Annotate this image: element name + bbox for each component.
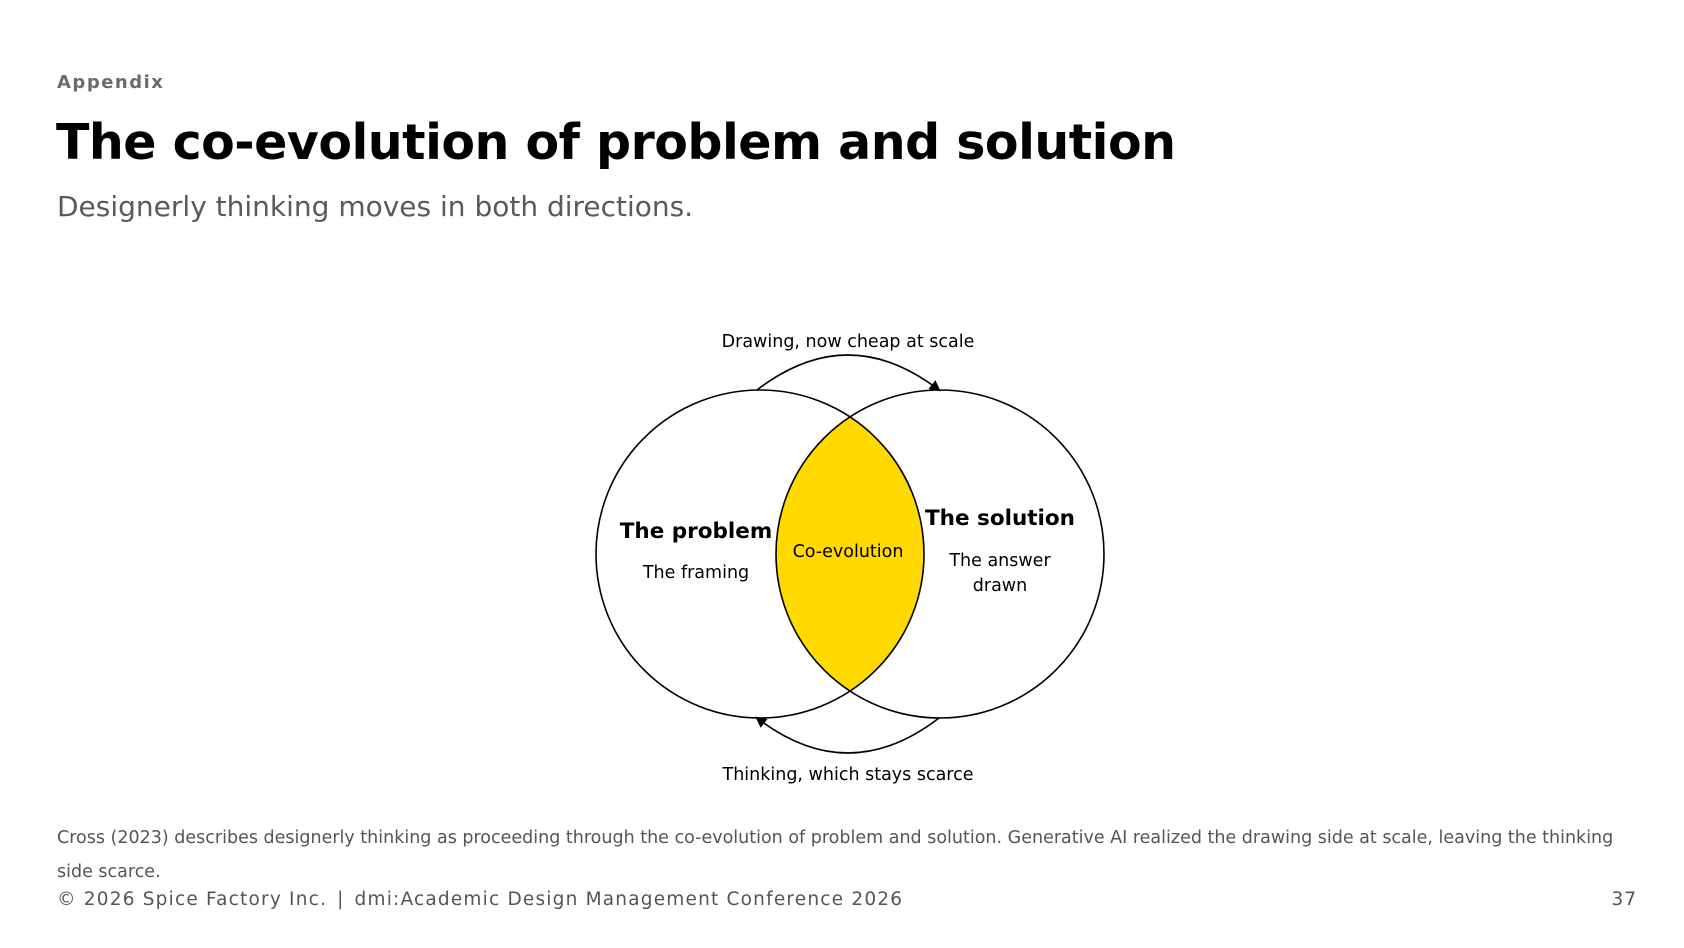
footer: © 2026 Spice Factory Inc. | dmi:Academic D… [57, 889, 903, 910]
overlap-region [776, 390, 924, 718]
top-arrow [756, 354, 941, 392]
top-arrow-label: Drawing, now cheap at scale [722, 332, 975, 352]
citation-note: Cross (2023) describes designerly thinki… [57, 828, 1614, 882]
footer-conference: dmi:Academic Design Management Conferenc… [354, 889, 904, 910]
problem-caption: The framing [642, 563, 749, 583]
solution-caption-line1: The answer [948, 551, 1051, 571]
slide-title: The co-evolution of problem and solution [56, 114, 1176, 171]
problem-title: The problem [620, 519, 773, 544]
bottom-arrow-label: Thinking, which stays scarce [722, 765, 974, 785]
footer-separator: | [337, 889, 345, 910]
footer-copyright: © 2026 Spice Factory Inc. [57, 889, 328, 910]
slide-subtitle: Designerly thinking moves in both direct… [57, 190, 694, 223]
overlap-label: Co-evolution [793, 542, 904, 562]
page-number: 37 [1611, 889, 1637, 910]
bottom-arrow [755, 716, 940, 754]
section-eyebrow: Appendix [57, 72, 165, 93]
solution-caption-line2: drawn [973, 576, 1027, 596]
solution-title: The solution [925, 506, 1075, 531]
